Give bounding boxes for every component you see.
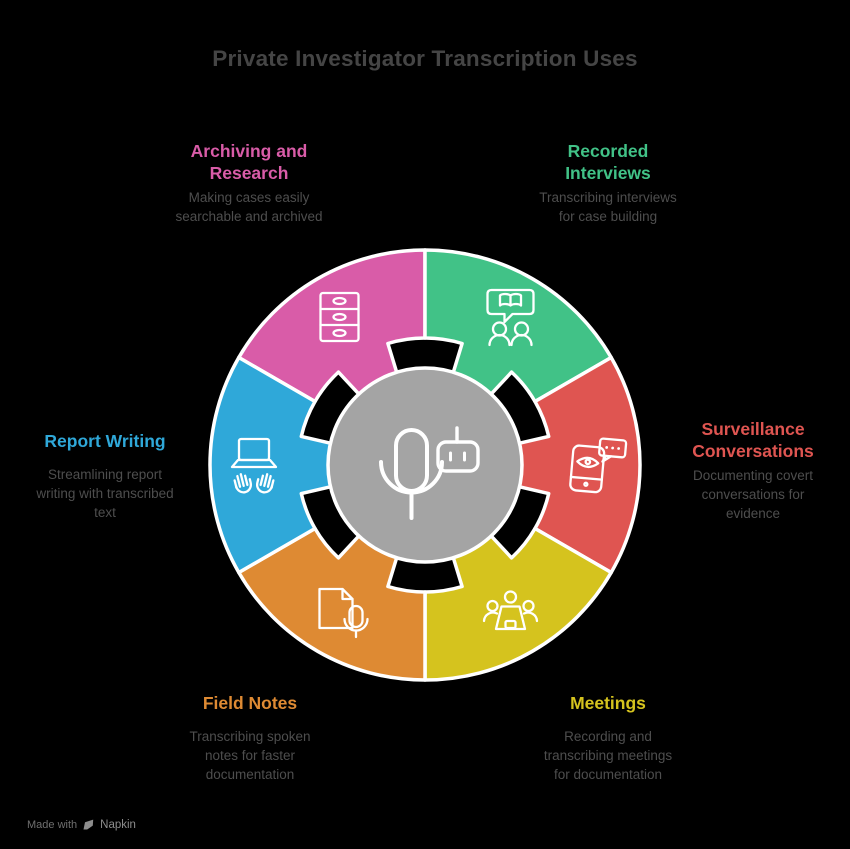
watermark-brand: Napkin [100,818,136,831]
heading-recorded-interviews: Recorded Interviews [565,141,651,183]
label-report-writing: Report Writing Streamlining report writi… [5,430,205,522]
interview-people-icon [486,288,535,347]
segment-surveillance-conversations [507,355,642,575]
desc-archiving-research: Making cases easily searchable and archi… [175,190,323,224]
desc-recorded-interviews: Transcribing interviews for case buildin… [539,190,677,224]
napkin-logo-icon [83,819,94,830]
heading-report-writing: Report Writing [44,431,166,451]
heading-archiving-research: Archiving and Research [190,141,308,183]
desc-surveillance-conversations: Documenting covert conversations for evi… [692,468,814,521]
heading-meetings: Meetings [570,693,646,713]
heading-surveillance-conversations: Surveillance Conversations [692,419,814,461]
segment-field-notes [237,526,427,682]
surveillance-phone-icon [569,437,628,494]
desc-report-writing: Streamlining report writing with transcr… [36,467,174,520]
label-field-notes: Field Notes Transcribing spoken notes fo… [150,692,350,784]
label-recorded-interviews: Recorded Interviews Transcribing intervi… [508,140,708,226]
label-archiving-research: Archiving and Research Making cases easi… [149,140,349,226]
watermark-prefix: Made with [27,818,78,831]
label-meetings: Meetings Recording and transcribing meet… [508,692,708,784]
desc-field-notes: Transcribing spoken notes for faster doc… [189,729,311,782]
heading-field-notes: Field Notes [202,693,298,713]
page-title: Private Investigator Transcription Uses [212,46,638,71]
watermark: Made with Napkin [27,818,136,831]
desc-meetings: Recording and transcribing meetings for … [543,729,673,782]
voice-note-icon [318,587,369,639]
laptop-typing-icon [230,437,278,494]
microphone-robot-icon [379,426,480,520]
segment-meetings [423,526,613,682]
file-cabinet-icon [319,291,360,343]
meeting-people-icon [482,590,539,631]
label-surveillance-conversations: Surveillance Conversations Documenting c… [653,418,850,523]
segment-recorded-interviews [423,248,613,404]
